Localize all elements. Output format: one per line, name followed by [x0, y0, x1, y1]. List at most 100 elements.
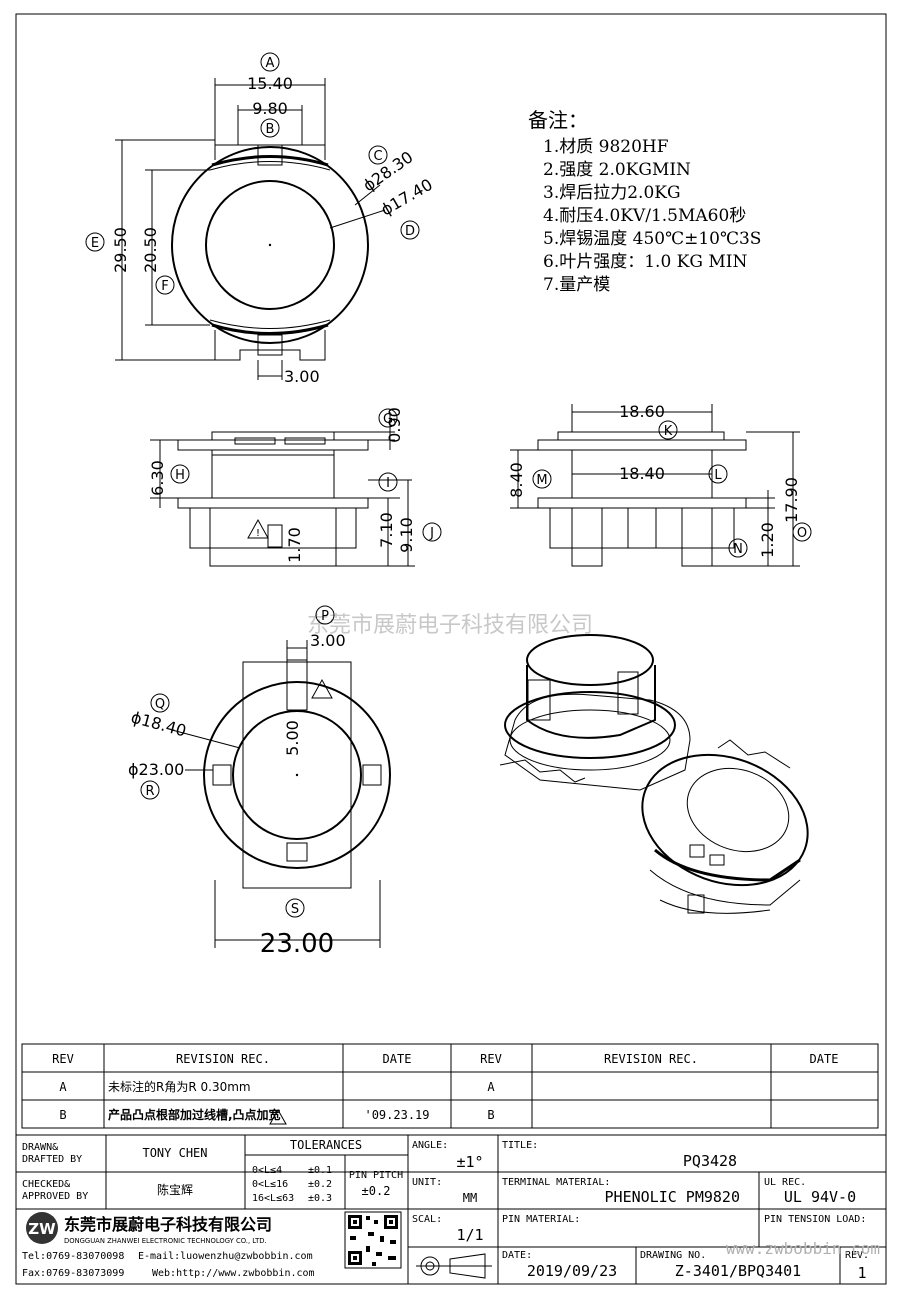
pin-tension-label: PIN TENSION LOAD: — [764, 1214, 866, 1225]
date-value: 2019/09/23 — [527, 1262, 617, 1280]
callout-n: N — [733, 542, 743, 557]
dim-n: 1.20 — [758, 522, 777, 558]
tol-value-2: ±0.2 — [308, 1179, 332, 1190]
dim-e: 29.50 — [111, 227, 130, 273]
qr-code-icon — [344, 1211, 402, 1269]
unit-value: MM — [463, 1191, 477, 1205]
callouts-side1: G H I J — [170, 408, 442, 542]
tol-range-2: 0<L≤16 — [252, 1179, 288, 1190]
triangle-mark-icon — [247, 518, 269, 539]
bobbin-body — [211, 449, 335, 499]
callout-l: L — [714, 468, 722, 483]
rev-row-a-rec: 未标注的R角为R 0.30mm — [108, 1079, 251, 1094]
bottom-tab-outline — [214, 330, 326, 361]
ul-value: UL 94V-0 — [784, 1188, 856, 1206]
company-web: Web:http://www.zwbobbin.com — [152, 1268, 315, 1279]
company-email: E-mail:luowenzhu@zwbobbin.com — [138, 1251, 313, 1262]
note-1: 1.材质 9820HF — [543, 137, 669, 157]
notes: 备注： 1.材质 9820HF 2.强度 2.0KGMIN 3.焊后拉力2.0K… — [528, 108, 761, 295]
title-label: TITLE: — [502, 1140, 538, 1151]
dim-q: ϕ18.40 — [129, 708, 188, 741]
dim-f: 20.50 — [141, 227, 160, 273]
bottom-flange — [177, 497, 369, 509]
callouts-side2: K L M N O — [532, 420, 812, 558]
bottom-pin — [257, 334, 283, 356]
dim-p: 3.00 — [310, 631, 346, 650]
isometric-view-2 — [641, 739, 809, 914]
company-name-en: DONGGUAN ZHANWEI ELECTRONIC TECHNOLOGY C… — [64, 1237, 267, 1245]
rev-row-b-date: '09.23.19 — [364, 1108, 429, 1122]
scale-value: 1/1 — [456, 1226, 483, 1244]
bottom-band — [211, 323, 329, 335]
callout-b: B — [266, 122, 275, 137]
note-6: 6.叶片强度：1.0 KG MIN — [543, 252, 747, 272]
dim-j: 9.10 — [397, 517, 416, 553]
callouts-top: A B C D E F — [85, 52, 420, 295]
tol-range-1: 0<L≤4 — [252, 1165, 282, 1176]
note-4: 4.耐压4.0KV/1.5MA60秒 — [543, 206, 746, 226]
notes-title: 备注： — [528, 108, 588, 132]
inner-bore-circle — [205, 180, 335, 310]
rev-row-b-rev: B — [59, 1108, 66, 1122]
note-3: 3.焊后拉力2.0KG — [543, 183, 681, 203]
rev-row-b-rev2: B — [487, 1108, 494, 1122]
callout-h: H — [175, 468, 185, 483]
company-name-cn: 东莞市展蔚电子科技有限公司 — [64, 1215, 272, 1234]
side-view-side: 18.60 18.40 8.40 1.20 17.90 — [507, 402, 801, 567]
company-logo: ZW — [26, 1212, 58, 1244]
top-flange — [177, 439, 369, 451]
drawn-label: DRAWN&DRAFTED BY — [22, 1142, 82, 1165]
top-pin — [257, 144, 283, 166]
rev-header-2: REVISION REC. — [176, 1052, 270, 1066]
drawing-no-label: DRAWING NO. — [640, 1250, 706, 1261]
top-flange-2 — [537, 439, 747, 451]
rev-header-4: REV — [480, 1052, 502, 1066]
title-value: PQ3428 — [683, 1152, 737, 1170]
rev-value: 1 — [857, 1264, 866, 1282]
dim-pin-width: 3.00 — [284, 367, 320, 386]
svg-text:!: ! — [256, 528, 260, 539]
callout-p: P — [321, 609, 329, 624]
dim-l: 18.40 — [619, 464, 665, 483]
title-block: DRAWN&DRAFTED BY TONY CHEN CHECKED&APPRO… — [15, 1134, 887, 1285]
angle-label: ANGLE: — [412, 1140, 448, 1151]
terminal-label: TERMINAL MATERIAL: — [502, 1177, 610, 1188]
rev-header-5: REVISION REC. — [604, 1052, 698, 1066]
dim-s: 23.00 — [260, 929, 334, 959]
tol-value-3: ±0.3 — [308, 1193, 332, 1204]
rev-header-1: REV — [52, 1052, 74, 1066]
side-view-front: ! 1.70 0.90 7.10 9.10 6.30 — [148, 407, 416, 567]
top-view: 15.40 9.80 ϕ28.30 ϕ17.40 29.50 20.50 3.0… — [111, 74, 436, 386]
callout-o: O — [797, 526, 807, 541]
checked-by: 陈宝辉 — [157, 1182, 193, 1197]
dim-b: 9.80 — [252, 99, 288, 118]
callout-g: G — [383, 412, 393, 427]
callout-f: F — [161, 279, 168, 294]
drawing-no-value: Z-3401/BPQ3401 — [675, 1262, 801, 1280]
callout-d: D — [405, 224, 415, 239]
callouts-bottom: P Q R S — [140, 605, 335, 918]
base-block — [209, 507, 337, 567]
pin-pitch-value: ±0.2 — [362, 1184, 391, 1198]
date-label: DATE: — [502, 1250, 532, 1261]
callout-i: I — [386, 476, 390, 491]
dim-m: 8.40 — [507, 462, 526, 498]
terminal-value: PHENOLIC PM9820 — [605, 1188, 740, 1206]
callout-k: K — [664, 424, 673, 439]
tol-value-1: ±0.1 — [308, 1165, 332, 1176]
rev-header-6: DATE — [810, 1052, 839, 1066]
dim-o: 17.90 — [782, 477, 801, 523]
note-2: 2.强度 2.0KGMIN — [543, 160, 691, 180]
triangle-mark-icon-2 — [311, 678, 333, 699]
drawn-by: TONY CHEN — [142, 1146, 207, 1160]
company-fax: Fax:0769-83073099 — [22, 1268, 124, 1279]
rev-row-a-rev2: A — [487, 1080, 495, 1094]
tol-range-3: 16<L≤63 — [252, 1193, 294, 1204]
tolerances-label: TOLERANCES — [290, 1138, 362, 1152]
isometric-view-1 — [499, 634, 691, 791]
note-7: 7.量产模 — [543, 275, 610, 295]
scale-label: SCAL: — [412, 1214, 442, 1225]
dim-k: 18.60 — [619, 402, 665, 421]
angle-value: ±1° — [456, 1153, 483, 1171]
